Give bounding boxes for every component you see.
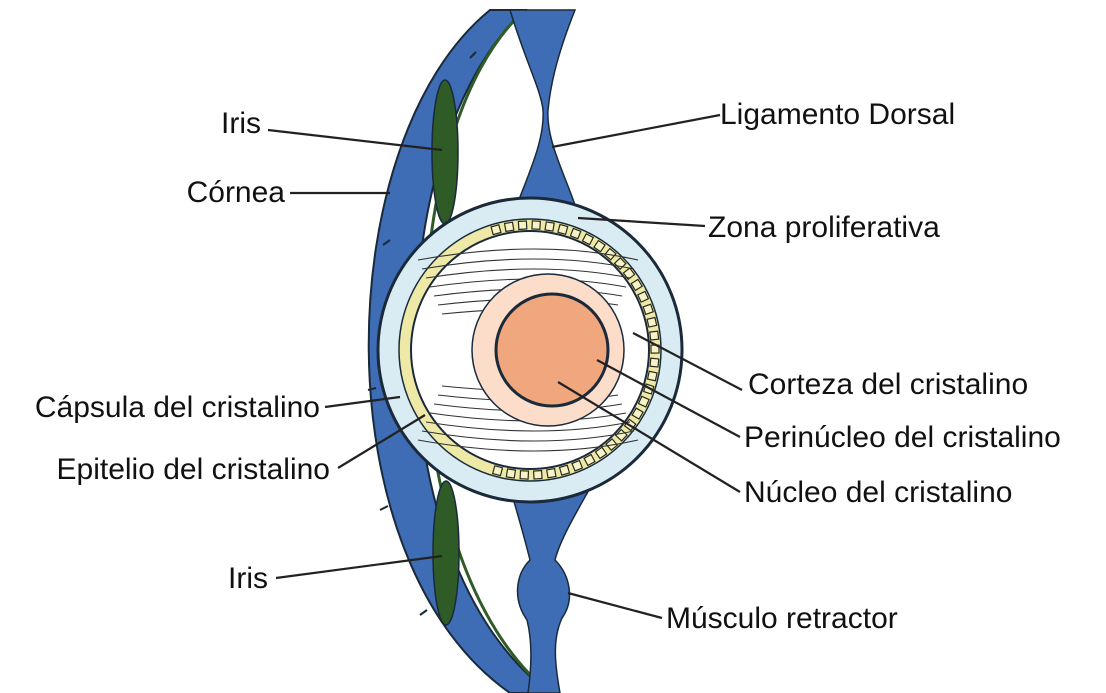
epithelium-cell bbox=[647, 318, 657, 328]
lens-shape bbox=[378, 198, 682, 502]
label-retractor-muscle: Músculo retractor bbox=[666, 602, 898, 635]
label-cornea: Córnea bbox=[187, 176, 286, 209]
retractor-muscle-shape bbox=[510, 488, 590, 693]
epithelium-cell bbox=[558, 224, 568, 234]
label-iris-top: Iris bbox=[221, 107, 261, 140]
label-iris-bottom: Iris bbox=[228, 562, 268, 595]
leader-retractor-muscle bbox=[568, 593, 662, 618]
label-nucleus: Núcleo del cristalino bbox=[744, 476, 1012, 509]
iris-bottom-shape bbox=[433, 481, 459, 625]
epithelium-cell bbox=[518, 221, 526, 229]
epithelium-cell bbox=[534, 471, 542, 479]
label-proliferative-zone: Zona proliferativa bbox=[708, 211, 940, 244]
epithelium-cell bbox=[545, 222, 554, 231]
label-cortex: Corteza del cristalino bbox=[748, 368, 1028, 401]
epithelium-cell bbox=[505, 222, 514, 231]
epithelium-cell bbox=[648, 371, 657, 380]
epithelium-cell bbox=[520, 471, 528, 479]
epithelium-cell bbox=[532, 221, 540, 229]
leader-dorsal-ligament bbox=[552, 115, 720, 147]
label-perinucleus: Perinúcleo del cristalino bbox=[744, 421, 1061, 454]
epithelium-cell bbox=[493, 466, 503, 476]
label-dorsal-ligament: Ligamento Dorsal bbox=[720, 98, 955, 131]
epithelium-cell bbox=[560, 465, 570, 475]
dorsal-ligament-shape bbox=[510, 10, 575, 210]
epithelium-cell bbox=[650, 358, 659, 367]
label-capsule: Cápsula del cristalino bbox=[35, 391, 320, 424]
epithelium-cell bbox=[643, 304, 653, 314]
iris-top-shape bbox=[432, 80, 458, 224]
epithelium-cell bbox=[547, 469, 556, 478]
epithelium-cell bbox=[506, 469, 515, 478]
epithelium-cell bbox=[491, 225, 501, 235]
label-epithelium: Epitelio del cristalino bbox=[57, 453, 330, 486]
epithelium-cell bbox=[650, 331, 659, 340]
